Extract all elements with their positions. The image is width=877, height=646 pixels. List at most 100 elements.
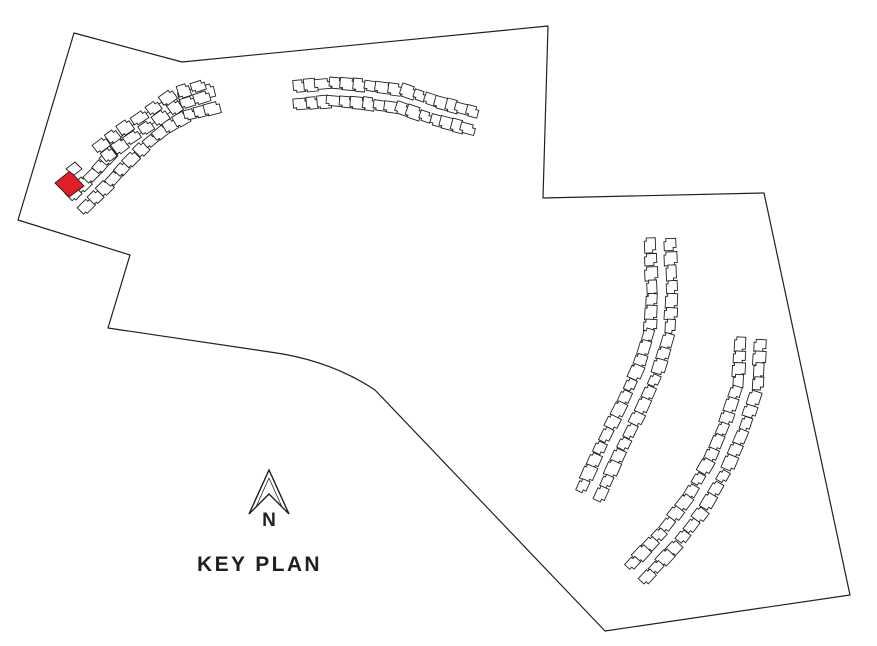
building-footprint (412, 88, 427, 103)
building-footprint (398, 82, 417, 101)
building-cluster-east-inner (575, 237, 679, 503)
building-footprint (718, 410, 736, 426)
building-footprint (650, 357, 669, 376)
key-plan-title: KEY PLAN (197, 553, 322, 576)
building-footprint (663, 237, 677, 252)
building-footprint (752, 350, 767, 366)
building-footprint (690, 506, 710, 523)
building-footprint (585, 452, 604, 469)
building-footprint (609, 400, 629, 419)
building-footprint (338, 95, 354, 109)
building-footprint (637, 568, 658, 585)
building-footprint (418, 109, 433, 124)
building-footprint (404, 103, 423, 122)
building-footprint (732, 350, 747, 364)
building-footprint (753, 338, 767, 353)
building-footprint (591, 440, 608, 456)
building-footprint (150, 109, 171, 127)
building-footprint (695, 456, 716, 476)
building-footprint (722, 396, 740, 414)
highlighted-unit[interactable] (54, 161, 85, 198)
building-footprint (726, 441, 744, 458)
building-footprint (738, 415, 754, 432)
building-footprint (615, 436, 633, 452)
building-footprint (644, 266, 659, 282)
north-arrow-icon (248, 468, 290, 515)
building-footprint (643, 237, 657, 254)
building-footprint (189, 79, 207, 93)
building-footprint (578, 463, 599, 483)
building-footprint (727, 384, 743, 400)
building-footprint (698, 491, 719, 511)
building-footprint (191, 90, 212, 106)
building-footprint (622, 422, 639, 440)
building-footprint (602, 459, 623, 479)
building-footprint (690, 471, 707, 486)
building-footprint (575, 478, 591, 494)
building-footprint (144, 100, 163, 116)
building-footprint (647, 559, 665, 575)
building-footprint (623, 555, 642, 570)
building-footprint (115, 119, 136, 136)
building-footprint (387, 82, 403, 97)
building-footprint (616, 389, 634, 406)
building-footprint (658, 332, 676, 351)
building-footprint (157, 89, 179, 106)
building-footprint (120, 151, 142, 169)
building-footprint (708, 432, 726, 452)
building-footprint (665, 264, 677, 282)
building-footprint (352, 77, 366, 93)
building-footprint (626, 362, 646, 382)
building-footprint (751, 376, 765, 391)
building-footprint (328, 76, 343, 90)
building-footprint (665, 505, 686, 522)
building-footprint (640, 327, 656, 344)
building-footprint (644, 252, 658, 267)
building-footprint (646, 373, 662, 388)
site-boundary (17, 25, 851, 632)
building-footprint (664, 318, 676, 334)
building-footprint (644, 304, 658, 321)
building-footprint (121, 129, 143, 146)
building-footprint (202, 101, 222, 117)
building-footprint (665, 279, 678, 295)
building-footprint (731, 362, 747, 378)
building-footprint (465, 103, 480, 119)
building-footprint (745, 389, 763, 408)
building-footprint (720, 453, 740, 472)
building-footprint (752, 362, 765, 380)
building-footprint (714, 421, 731, 438)
building-footprint (633, 396, 653, 415)
building-footprint (657, 516, 677, 533)
building-footprint (673, 493, 695, 512)
building-footprint (645, 292, 658, 308)
building-footprint (622, 377, 638, 392)
building-footprint (86, 190, 105, 205)
building-cluster-northwest (64, 79, 222, 215)
building-footprint (650, 527, 668, 542)
building-footprint (663, 306, 679, 321)
building-footprint (99, 147, 118, 163)
building-footprint (137, 120, 156, 136)
building-footprint (175, 83, 193, 99)
building-footprint (129, 110, 150, 126)
building-footprint (361, 96, 376, 112)
building-footprint (292, 97, 310, 111)
building-footprint (339, 76, 356, 92)
building-footprint (103, 129, 122, 145)
building-footprint (663, 251, 678, 267)
building-footprint (706, 480, 725, 497)
building-footprint (674, 529, 692, 544)
building-footprint (292, 79, 307, 93)
building-footprint (635, 338, 653, 358)
building-footprint (715, 468, 732, 484)
building-footprint (597, 426, 615, 444)
building-footprint (664, 292, 679, 310)
building-footprint (165, 99, 185, 116)
building-footprint (609, 447, 628, 465)
north-label: N (262, 510, 276, 531)
building-footprint (741, 403, 759, 419)
building-footprint (640, 384, 658, 402)
building-footprint (731, 428, 750, 447)
